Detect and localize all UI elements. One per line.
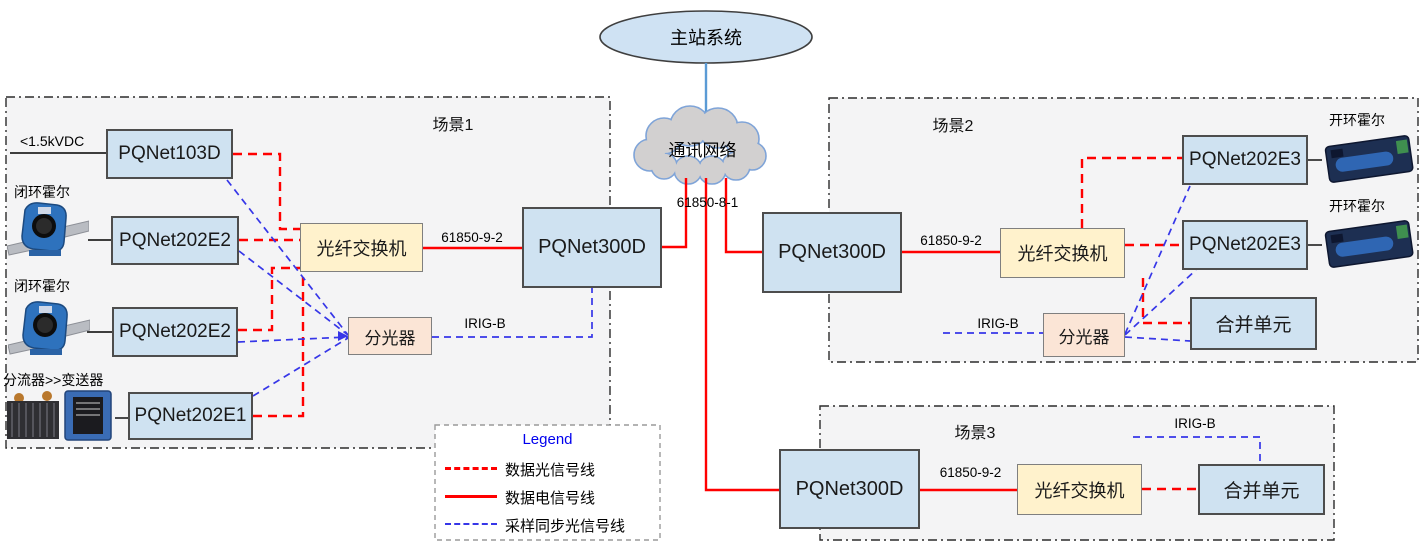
scene1-shunt-transmitter-label: 分流器>>变送器 (3, 372, 104, 388)
scene2-hall-open-label-2: 开环霍尔 (1329, 198, 1385, 214)
shunt-transmitter-icon (5, 388, 117, 443)
legend-sample-data-optical-line (445, 467, 497, 470)
scene2-61850-9-2-label: 61850-9-2 (920, 233, 982, 248)
scene1-pqnet202e1-box: PQNet202E1 (128, 392, 253, 440)
network-cloud-label: 通讯网络 (668, 140, 737, 160)
scene3-pqnet300d-box: PQNet300D (779, 449, 920, 529)
scene2-fiber-switch-box: 光纤交换机 (1000, 228, 1125, 278)
scene1-pqnet300d-box: PQNet300D (522, 207, 662, 288)
legend-sample-sync-optical-line (445, 523, 497, 525)
scene2-title: 场景2 (932, 118, 974, 135)
scene3-61850-9-2-label: 61850-9-2 (939, 465, 1002, 480)
scene3-title: 场景3 (954, 425, 996, 442)
data-optical-lines (233, 152, 1198, 491)
scene2-splitter-box: 分光器 (1043, 313, 1125, 357)
sync-line-arrowhead (338, 331, 348, 341)
scene2-pqnet300d-box: PQNet300D (762, 212, 902, 293)
legend-item-data-optical: 数据光信号线 (505, 462, 596, 479)
closed-loop-hall-sensor-icon (6, 198, 90, 266)
scene1-hall-closed-label-2: 闭环霍尔 (14, 278, 70, 294)
scene1-fiber-switch-box: 光纤交换机 (300, 223, 423, 272)
closed-loop-hall-sensor-icon (7, 297, 91, 365)
scene1-input-voltage-label: <1.5kVDC (20, 133, 85, 149)
legend-sample-data-electrical-line (445, 495, 497, 498)
sensor-connector-lines (10, 152, 1322, 419)
legend-container (434, 424, 661, 541)
scene2-merging-unit-box: 合并单元 (1190, 297, 1317, 350)
scene1-pqnet103d-box: PQNet103D (106, 129, 233, 179)
scene1-61850-9-2-label: 61850-9-2 (441, 230, 503, 245)
scene2-hall-open-label-1: 开环霍尔 (1329, 112, 1385, 128)
scene1-pqnet202e2-box-2: PQNet202E2 (112, 307, 238, 357)
open-loop-hall-sensor-icon (1320, 212, 1418, 274)
scene1-hall-closed-label-1: 闭环霍尔 (14, 184, 70, 200)
scene2-pqnet202e3-box-1: PQNet202E3 (1182, 135, 1308, 185)
data-electrical-lines (423, 178, 1017, 492)
scene1-pqnet202e2-box-1: PQNet202E2 (111, 216, 239, 265)
open-loop-hall-sensor-icon (1320, 127, 1418, 189)
legend-item-sync-optical: 采样同步光信号线 (505, 518, 626, 535)
scene3-fiber-switch-box: 光纤交换机 (1017, 464, 1142, 515)
scene2-irig-b-label: IRIG-B (977, 316, 1019, 331)
legend-item-data-electrical: 数据电信号线 (505, 490, 596, 507)
scene1-irig-b-label: IRIG-B (464, 316, 506, 331)
network-cloud-fill (635, 107, 765, 183)
link-61850-8-1-label: 61850-8-1 (676, 195, 739, 210)
scene2-pqnet202e3-box-2: PQNet202E3 (1182, 220, 1308, 270)
scene1-title: 场景1 (432, 117, 474, 134)
scene3-irig-b-label: IRIG-B (1174, 416, 1216, 431)
scene1-splitter-box: 分光器 (348, 317, 432, 355)
sync-optical-lines (226, 179, 1261, 464)
master-system-label: 主站系统 (670, 28, 742, 48)
scene3-merging-unit-box: 合并单元 (1198, 464, 1325, 515)
legend-title: Legend (522, 431, 573, 448)
